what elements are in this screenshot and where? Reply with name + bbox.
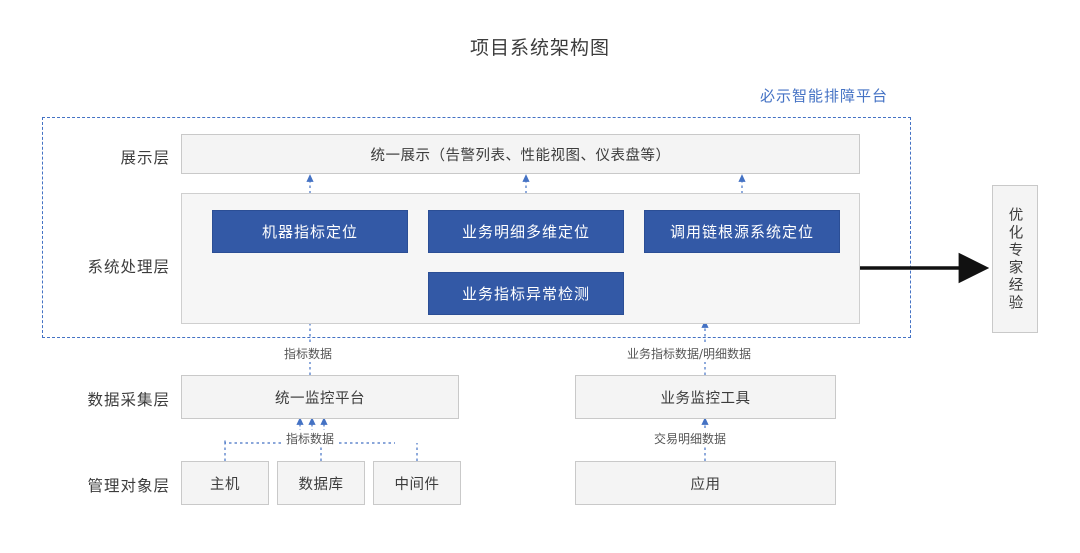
platform-badge: 必示智能排障平台: [760, 87, 889, 105]
module-machine-metric-locating[interactable]: 机器指标定位: [212, 210, 408, 253]
connector-label-metric-data-upper: 指标数据: [282, 345, 335, 362]
module-trace-root-system-locating[interactable]: 调用链根源系统定位: [644, 210, 840, 253]
connector-label-business-metric-detail-data: 业务指标数据/明细数据: [625, 345, 754, 362]
collection-unified-monitoring-platform[interactable]: 统一监控平台: [181, 375, 459, 419]
module-business-detail-multidim-locating[interactable]: 业务明细多维定位: [428, 210, 624, 253]
managed-object-database[interactable]: 数据库: [277, 461, 365, 505]
page-title: 项目系统架构图: [469, 37, 610, 59]
managed-object-application[interactable]: 应用: [575, 461, 836, 505]
layer-label-management: 管理对象层: [87, 477, 170, 495]
managed-object-middleware[interactable]: 中间件: [373, 461, 461, 505]
managed-object-host[interactable]: 主机: [181, 461, 269, 505]
optimization-expert-experience-label: 优化专家经验: [1006, 206, 1023, 312]
connector-label-metric-data-lower: 指标数据: [284, 430, 337, 447]
platform-boundary: [42, 117, 911, 338]
layer-label-collection: 数据采集层: [87, 391, 170, 409]
module-business-metric-anomaly-detection[interactable]: 业务指标异常检测: [428, 272, 624, 315]
optimization-expert-experience-box[interactable]: 优化专家经验: [992, 185, 1038, 333]
layer-label-processing: 系统处理层: [87, 258, 170, 276]
collection-business-monitoring-tool[interactable]: 业务监控工具: [575, 375, 836, 419]
layer-label-presentation: 展示层: [120, 149, 170, 167]
presentation-unified-display-box[interactable]: 统一展示（告警列表、性能视图、仪表盘等）: [181, 134, 860, 174]
connector-label-transaction-detail-data: 交易明细数据: [652, 430, 729, 447]
